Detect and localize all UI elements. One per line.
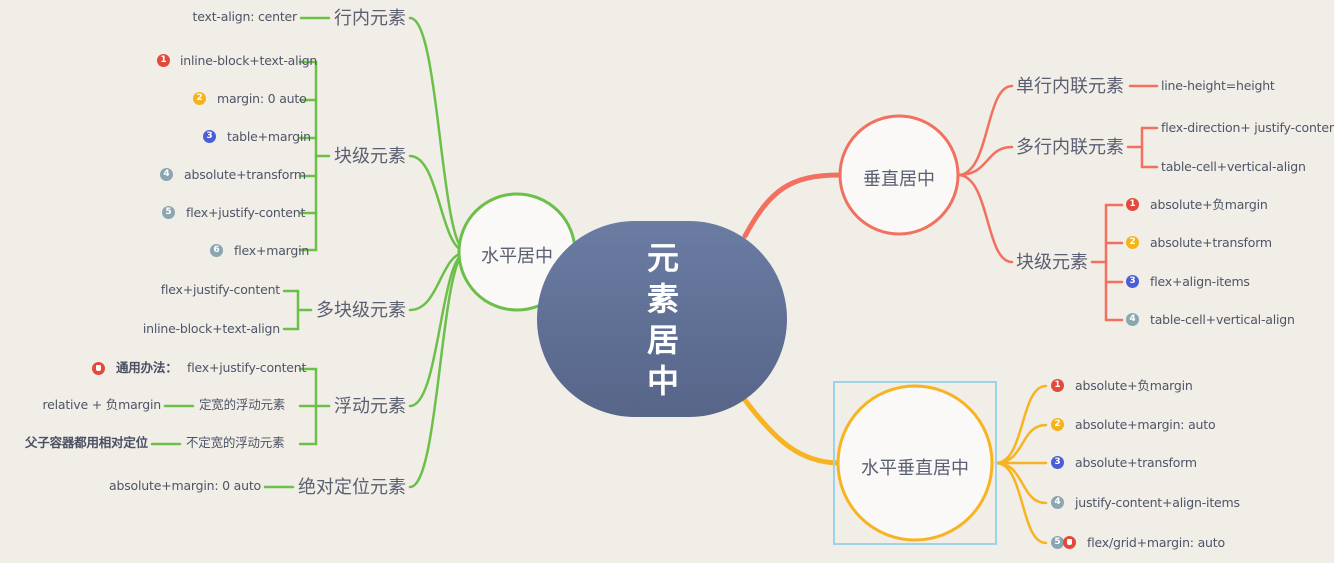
b-leaf-4[interactable]: justify-content+align-items <box>1075 495 1240 510</box>
badge-1-icon: 1 <box>157 54 170 67</box>
v-multi-leaf-2[interactable]: table-cell+vertical-align <box>1161 159 1306 174</box>
h-block-leaf-1[interactable]: inline-block+text-align <box>180 53 318 68</box>
h-float-leaf-2[interactable]: 定宽的浮动元素 <box>199 397 286 412</box>
thumbs-up-icon <box>1063 536 1076 549</box>
root-title[interactable]: 元素居中 <box>646 239 679 400</box>
vertical-center-title[interactable]: 垂直居中 <box>863 169 935 189</box>
h-group-multi-block[interactable]: 多块级元素 <box>316 300 406 320</box>
v-block-leaf-3[interactable]: flex+align-items <box>1150 274 1250 289</box>
v-group-multi-inline[interactable]: 多行内联元素 <box>1016 137 1124 157</box>
h-group-inline[interactable]: 行内元素 <box>334 8 406 28</box>
h-group-absolute[interactable]: 绝对定位元素 <box>298 477 406 497</box>
badge-2-icon: 2 <box>1126 236 1139 249</box>
h-multi-leaf-1[interactable]: flex+justify-content <box>160 282 280 297</box>
both-connectors <box>742 384 1048 545</box>
root-node[interactable] <box>537 221 787 417</box>
v-single-leaf[interactable]: line-height=height <box>1161 78 1275 93</box>
h-group-block[interactable]: 块级元素 <box>334 146 406 166</box>
h-block-leaf-4[interactable]: absolute+transform <box>184 167 306 182</box>
v-group-single-inline[interactable]: 单行内联元素 <box>1016 76 1124 96</box>
h-block-leaf-6[interactable]: flex+margin <box>234 243 310 258</box>
b-leaf-2[interactable]: absolute+margin: auto <box>1075 417 1216 432</box>
h-float-leaf-3-child[interactable]: 父子容器都用相对定位 <box>24 435 148 450</box>
h-group-float[interactable]: 浮动元素 <box>334 396 406 416</box>
badge-1-icon: 1 <box>1051 379 1064 392</box>
both-center-node[interactable] <box>836 384 994 542</box>
badge-3-icon: 3 <box>1051 456 1064 469</box>
badge-2-icon: 2 <box>193 92 206 105</box>
badge-6-icon: 6 <box>210 244 223 257</box>
badge-5-icon: 5 <box>162 206 175 219</box>
vertical-center-node[interactable] <box>838 114 960 236</box>
v-group-block[interactable]: 块级元素 <box>1016 252 1088 272</box>
thumbs-up-icon <box>92 362 105 375</box>
h-block-leaf-5[interactable]: flex+justify-content <box>186 205 306 220</box>
b-leaf-5[interactable]: flex/grid+margin: auto <box>1087 535 1225 550</box>
badge-3-icon: 3 <box>203 130 216 143</box>
h-block-leaf-2[interactable]: margin: 0 auto <box>217 91 307 106</box>
h-inline-leaf[interactable]: text-align: center <box>192 9 298 24</box>
h-float-prefix: 通用办法： <box>116 360 178 375</box>
badge-4-icon: 4 <box>160 168 173 181</box>
b-leaf-1[interactable]: absolute+负margin <box>1075 378 1193 393</box>
horizontal-connectors <box>150 16 469 489</box>
h-multi-leaf-2[interactable]: inline-block+text-align <box>142 321 280 336</box>
badge-3-icon: 3 <box>1126 275 1139 288</box>
both-center-title[interactable]: 水平垂直居中 <box>861 458 969 478</box>
selection-box <box>833 381 997 545</box>
badge-4-icon: 4 <box>1051 496 1064 509</box>
v-block-leaf-2[interactable]: absolute+transform <box>1150 235 1272 250</box>
badge-5-icon: 5 <box>1051 536 1064 549</box>
vertical-connectors <box>742 84 1159 322</box>
v-block-leaf-4[interactable]: table-cell+vertical-align <box>1150 312 1295 327</box>
v-multi-leaf-1[interactable]: flex-direction+ justify-content <box>1161 120 1334 135</box>
h-float-leaf-3[interactable]: 不定宽的浮动元素 <box>186 435 285 450</box>
horizontal-center-title[interactable]: 水平居中 <box>481 246 553 266</box>
h-absolute-leaf[interactable]: absolute+margin: 0 auto <box>109 478 261 493</box>
badge-1-icon: 1 <box>1126 198 1139 211</box>
badge-2-icon: 2 <box>1051 418 1064 431</box>
h-float-leaf-1[interactable]: flex+justify-content <box>187 360 307 375</box>
h-block-leaf-3[interactable]: table+margin <box>227 129 311 144</box>
b-leaf-3[interactable]: absolute+transform <box>1075 455 1197 470</box>
v-block-leaf-1[interactable]: absolute+负margin <box>1150 197 1268 212</box>
h-float-leaf-2-child[interactable]: relative + 负margin <box>42 397 161 412</box>
badge-4-icon: 4 <box>1126 313 1139 326</box>
